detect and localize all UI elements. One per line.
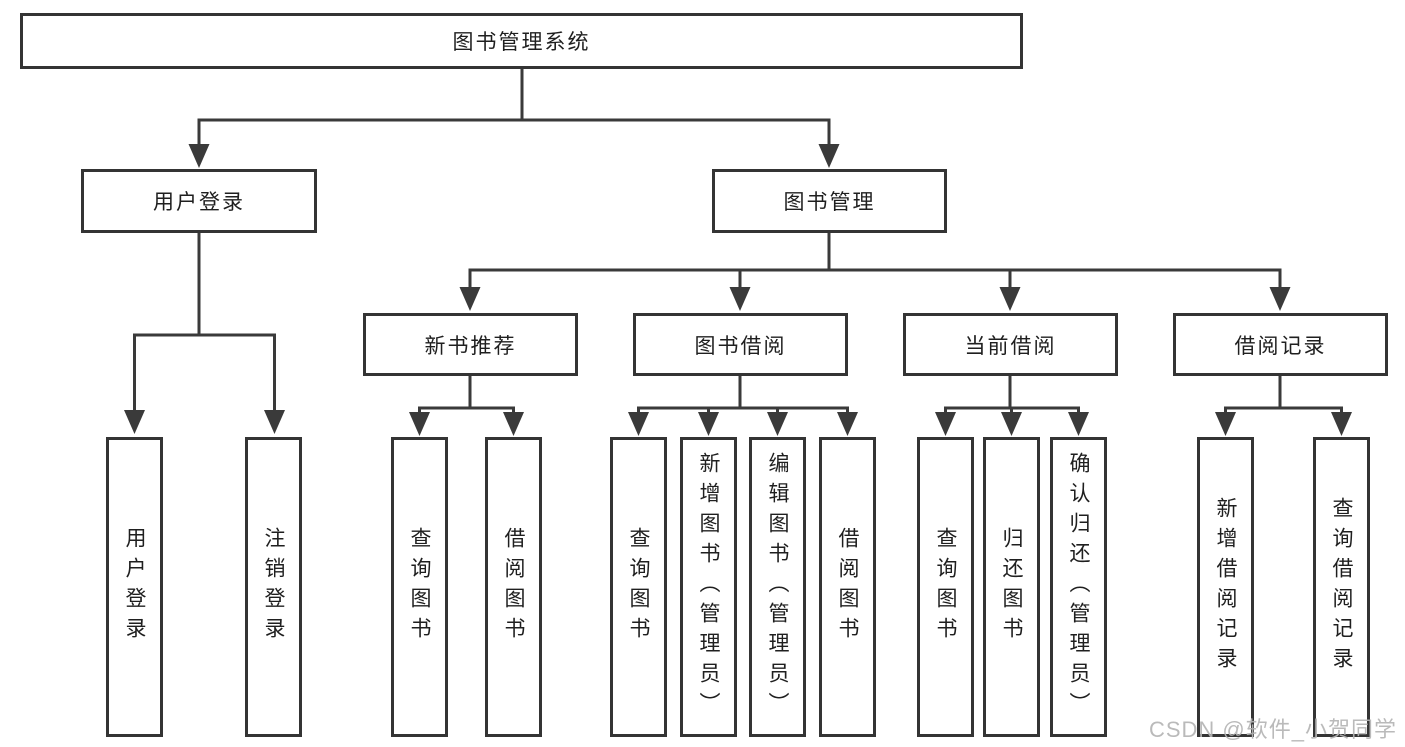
leaf-label: 新增借阅记录 <box>1214 497 1237 677</box>
leaf-label: 查询图书 <box>408 527 431 647</box>
leaf-label: 查询借阅记录 <box>1330 497 1353 677</box>
leaf-label: 归还图书 <box>1000 527 1023 647</box>
leaf-query-books-borrow: 查询图书 <box>610 437 667 737</box>
leaf-label: 查询图书 <box>934 527 957 647</box>
node-book-management: 图书管理 <box>712 169 947 233</box>
leaf-borrow-books: 借阅图书 <box>819 437 876 737</box>
leaf-label: 借阅图书 <box>502 527 525 647</box>
leaf-logout: 注销登录 <box>245 437 302 737</box>
node-label: 图书管理系统 <box>452 31 591 54</box>
node-current-borrow: 当前借阅 <box>903 313 1118 376</box>
node-book-borrow: 图书借阅 <box>633 313 848 376</box>
leaf-label: 编辑图书（管理员） <box>766 452 789 722</box>
leaf-query-borrow-record: 查询借阅记录 <box>1313 437 1370 737</box>
leaf-label: 借阅图书 <box>836 527 859 647</box>
leaf-borrow-books-recommend: 借阅图书 <box>485 437 542 737</box>
node-user-login: 用户登录 <box>81 169 317 233</box>
leaf-label: 用户登录 <box>123 527 146 647</box>
arrowheads <box>124 144 1352 436</box>
node-label: 新书推荐 <box>424 334 517 358</box>
leaf-label: 确认归还（管理员） <box>1067 452 1090 722</box>
node-label: 图书管理 <box>783 191 876 214</box>
leaf-label: 查询图书 <box>627 527 650 647</box>
node-library-management-system: 图书管理系统 <box>20 13 1023 69</box>
leaf-query-books-current: 查询图书 <box>917 437 974 737</box>
csdn-watermark: CSDN @软件_小贺同学 <box>1148 717 1397 742</box>
leaf-edit-books-admin: 编辑图书（管理员） <box>749 437 806 737</box>
leaf-add-books-admin: 新增图书（管理员） <box>680 437 737 737</box>
node-label: 当前借阅 <box>964 334 1057 358</box>
node-borrow-record: 借阅记录 <box>1173 313 1388 376</box>
node-new-book-recommend: 新书推荐 <box>363 313 578 376</box>
node-label: 借阅记录 <box>1234 334 1327 358</box>
leaf-return-books: 归还图书 <box>983 437 1040 737</box>
leaf-confirm-return-admin: 确认归还（管理员） <box>1050 437 1107 737</box>
node-label: 用户登录 <box>153 191 245 214</box>
leaf-add-borrow-record: 新增借阅记录 <box>1197 437 1254 737</box>
leaf-label: 注销登录 <box>262 527 285 647</box>
leaf-user-login: 用户登录 <box>106 437 163 737</box>
leaf-label: 新增图书（管理员） <box>697 452 720 722</box>
node-label: 图书借阅 <box>694 334 787 358</box>
leaf-query-books-recommend: 查询图书 <box>391 437 448 737</box>
